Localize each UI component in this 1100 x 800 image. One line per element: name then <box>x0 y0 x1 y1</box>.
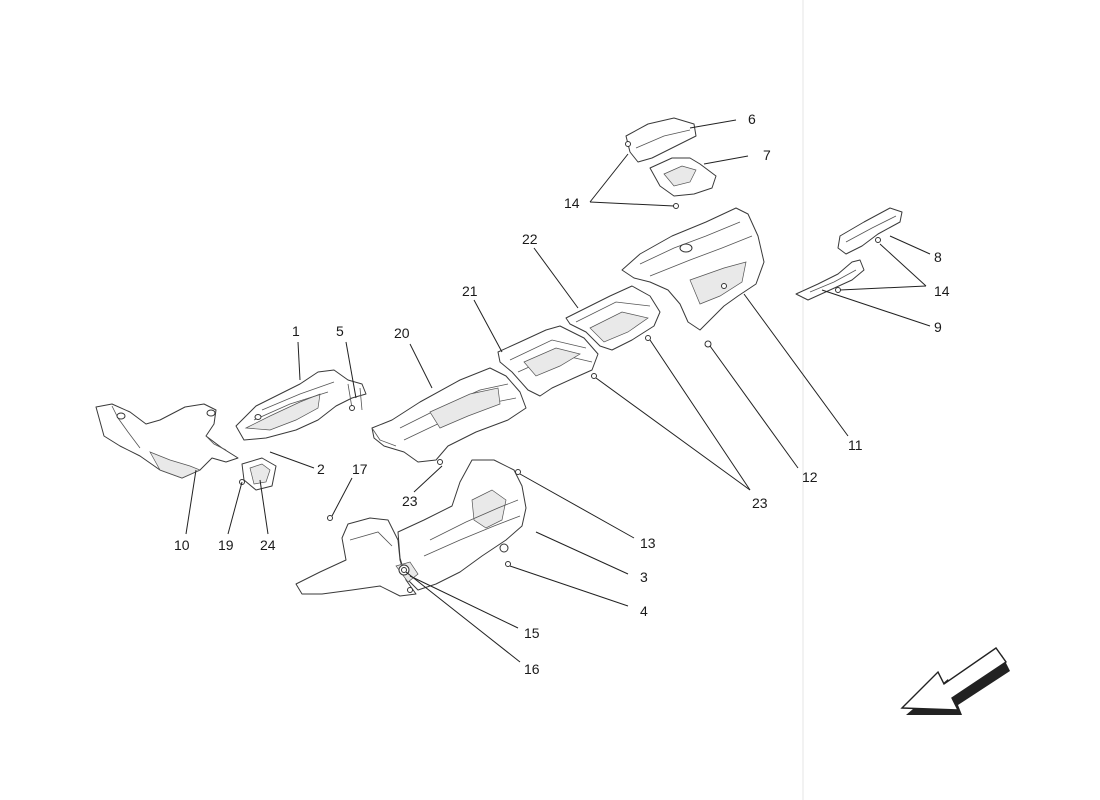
callout-3: 3 <box>640 569 648 585</box>
callout-4: 4 <box>640 603 648 619</box>
callout-16: 16 <box>524 661 540 677</box>
callout-19: 19 <box>218 537 234 553</box>
bolt-4 <box>505 561 511 567</box>
callout-12: 12 <box>802 469 818 485</box>
direction-arrow-icon <box>900 647 1010 715</box>
bolt-13 <box>515 469 521 475</box>
callout-15: 15 <box>524 625 540 641</box>
bolt-16 <box>401 567 407 573</box>
plate-24[interactable] <box>239 457 277 491</box>
callout-14-right: 14 <box>934 283 950 299</box>
callout-5: 5 <box>336 323 344 339</box>
callout-7: 7 <box>763 147 771 163</box>
bracket-7[interactable] <box>649 157 717 209</box>
bracket-9[interactable] <box>795 259 865 301</box>
nut-12 <box>704 340 712 348</box>
callout-11: 11 <box>848 437 863 453</box>
heat-shield-17[interactable] <box>295 515 419 597</box>
callout-10: 10 <box>174 537 190 553</box>
callout-24: 24 <box>260 537 276 553</box>
bracket-8[interactable] <box>837 207 903 255</box>
heat-shield-22[interactable] <box>565 285 661 351</box>
heat-shield-21[interactable] <box>497 325 599 397</box>
heat-shield-20[interactable] <box>371 367 527 465</box>
heat-shield-10[interactable] <box>95 403 239 479</box>
callout-6: 6 <box>748 111 756 127</box>
callout-14-top: 14 <box>564 195 580 211</box>
callout-13: 13 <box>640 535 656 551</box>
callout-22: 22 <box>522 231 538 247</box>
callout-labels: 1 2 3 4 5 6 7 8 9 10 11 12 13 14 14 15 1… <box>174 111 950 677</box>
heat-shield-11[interactable] <box>621 207 765 348</box>
callout-9: 9 <box>934 319 942 335</box>
heat-shield-1[interactable] <box>235 369 367 441</box>
callout-17: 17 <box>352 461 368 477</box>
leader-lines <box>185 119 931 663</box>
heat-shield-3[interactable] <box>397 459 527 591</box>
callout-8: 8 <box>934 249 942 265</box>
callout-20: 20 <box>394 325 410 341</box>
bracket-6[interactable] <box>625 117 697 163</box>
callout-21: 21 <box>462 283 478 299</box>
callout-23-left: 23 <box>402 493 418 509</box>
callout-23-right: 23 <box>752 495 768 511</box>
callout-1: 1 <box>292 323 300 339</box>
callout-2: 2 <box>317 461 325 477</box>
